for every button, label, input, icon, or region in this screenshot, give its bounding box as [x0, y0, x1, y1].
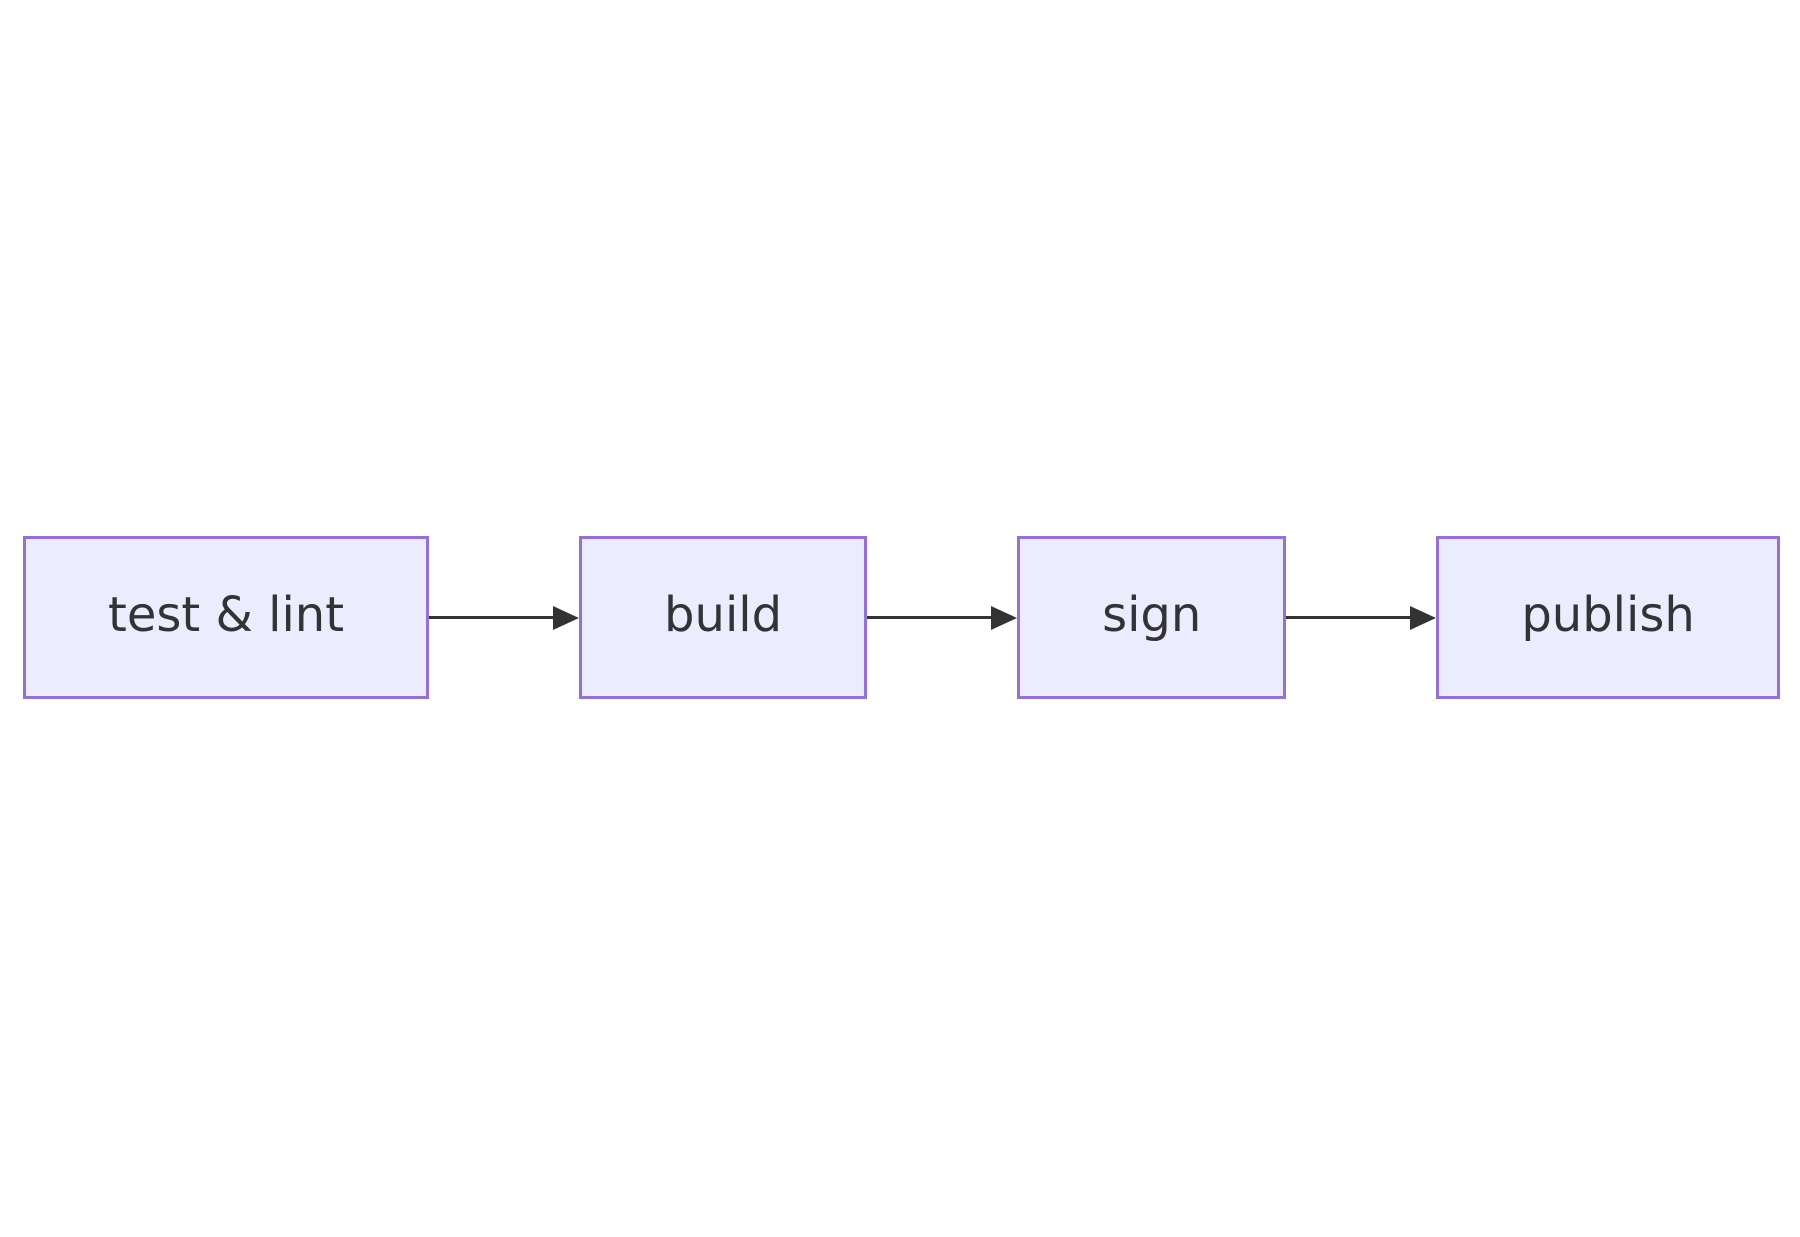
edge-line: [867, 615, 993, 620]
flowchart-node-n3: publish: [1436, 536, 1780, 699]
arrowhead-icon: [553, 605, 580, 630]
flowchart-node-n0: test & lint: [23, 536, 430, 699]
node-label: build: [664, 586, 783, 643]
edge-arrow: [429, 605, 580, 631]
edge-line: [1286, 615, 1412, 620]
edge-line: [429, 615, 555, 620]
node-label: sign: [1102, 586, 1202, 643]
flowchart-pipeline: test & lint build sign publish: [23, 536, 1780, 699]
arrowhead-icon: [991, 605, 1018, 630]
flowchart-node-n2: sign: [1017, 536, 1287, 699]
node-label: publish: [1521, 586, 1695, 643]
edge-arrow: [867, 605, 1018, 631]
flowchart-node-n1: build: [579, 536, 868, 699]
arrowhead-icon: [1410, 605, 1437, 630]
node-label: test & lint: [108, 586, 345, 643]
edge-arrow: [1286, 605, 1437, 631]
